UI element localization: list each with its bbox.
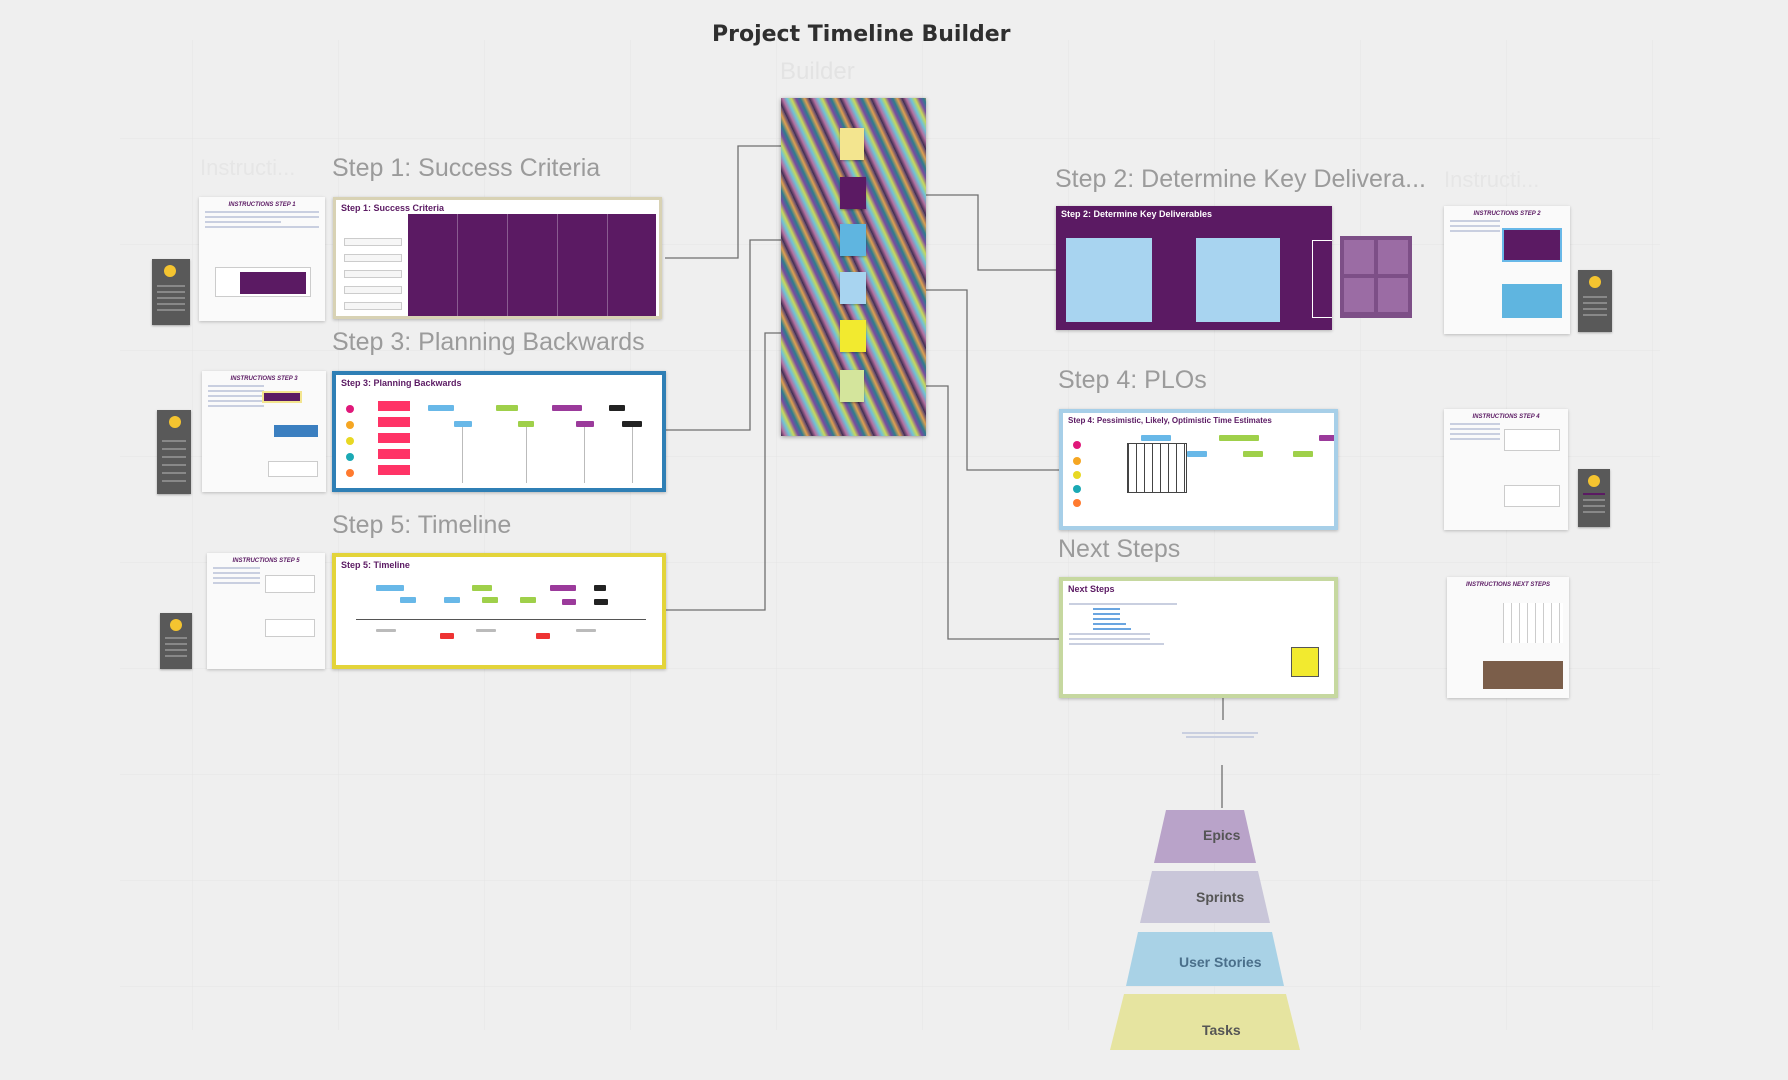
pyramid-level-user-stories [1126, 932, 1284, 986]
pyramid-note [1182, 730, 1258, 748]
instructions-step1-heading: INSTRUCTIONS STEP 1 [228, 202, 296, 208]
builder-sticky-6[interactable] [840, 370, 864, 402]
lightbulb-icon [164, 265, 176, 277]
instructions-next-steps[interactable]: INSTRUCTIONS NEXT STEPS [1447, 577, 1569, 698]
step2-frame[interactable]: Step 2: Determine Key Deliverables [1056, 206, 1332, 330]
instructions-step3[interactable]: INSTRUCTIONS STEP 3 [202, 371, 326, 492]
agile-pyramid[interactable] [1098, 808, 1348, 1053]
instructions-step2[interactable]: INSTRUCTIONS STEP 2 [1444, 206, 1570, 334]
pyramid-level-sprints [1140, 871, 1270, 923]
builder-sticky-1[interactable] [840, 128, 864, 160]
step3-label[interactable]: Step 3: Planning Backwards [332, 328, 645, 356]
instructions-step5-heading: INSTRUCTIONS STEP 5 [232, 558, 300, 564]
instructions-step1[interactable]: INSTRUCTIONS STEP 1 [199, 197, 325, 321]
step2-label[interactable]: Step 2: Determine Key Delivera... [1055, 165, 1426, 193]
step1-frame[interactable]: Step 1: Success Criteria [333, 197, 662, 319]
deliverables-box-1 [1066, 238, 1152, 322]
logo-badge [1291, 647, 1319, 677]
lightbulb-icon [1588, 475, 1600, 487]
pyramid-level-tasks [1110, 994, 1300, 1050]
builder-sticky-5[interactable] [840, 320, 866, 352]
step4-label[interactable]: Step 4: PLOs [1058, 366, 1207, 394]
tip-card-step5[interactable] [160, 613, 192, 669]
instructions-ghost-label-right: Instructi... [1444, 167, 1540, 192]
step4-frame[interactable]: Step 4: Pessimistic, Likely, Optimistic … [1059, 409, 1338, 530]
tip-card-step1[interactable] [152, 259, 190, 325]
pyramid-label-epics: Epics [1203, 827, 1241, 843]
lightbulb-icon [169, 416, 181, 428]
instructions-ghost-label-left: Instructi... [200, 155, 296, 180]
deliverables-quad-grid [1340, 236, 1412, 318]
board-title: Project Timeline Builder [712, 22, 1011, 47]
step4-frame-title: Step 4: Pessimistic, Likely, Optimistic … [1068, 416, 1272, 425]
step3-frame[interactable]: Step 3: Planning Backwards [332, 371, 666, 492]
builder-frame[interactable] [781, 98, 926, 436]
instructions-step3-heading: INSTRUCTIONS STEP 3 [230, 376, 298, 382]
lightbulb-icon [1589, 276, 1601, 288]
tip-card-step3[interactable] [157, 410, 191, 494]
pyramid-label-user-stories: User Stories [1179, 954, 1262, 970]
pyramid-level-epics [1154, 810, 1256, 863]
builder-sticky-2[interactable] [840, 177, 866, 209]
deliverables-box-2 [1196, 238, 1280, 322]
builder-sticky-4[interactable] [840, 272, 866, 304]
tip-card-step2[interactable] [1578, 270, 1612, 332]
next-steps-label[interactable]: Next Steps [1058, 535, 1181, 563]
step5-label[interactable]: Step 5: Timeline [332, 511, 512, 539]
tip-card-step4[interactable] [1578, 469, 1610, 527]
pyramid-label-sprints: Sprints [1196, 889, 1245, 905]
step5-frame[interactable]: Step 5: Timeline [332, 553, 666, 669]
step1-label[interactable]: Step 1: Success Criteria [332, 154, 601, 182]
instructions-step4-heading: INSTRUCTIONS STEP 4 [1472, 414, 1540, 420]
success-criteria-grid [408, 214, 656, 316]
step5-frame-title: Step 5: Timeline [341, 560, 410, 570]
step1-frame-title: Step 1: Success Criteria [341, 203, 445, 213]
instructions-step5[interactable]: INSTRUCTIONS STEP 5 [207, 553, 325, 669]
instructions-step4[interactable]: INSTRUCTIONS STEP 4 [1444, 409, 1568, 530]
step2-frame-title: Step 2: Determine Key Deliverables [1061, 209, 1213, 219]
instructions-next-steps-heading: INSTRUCTIONS NEXT STEPS [1465, 582, 1550, 588]
next-steps-frame[interactable]: Next Steps [1059, 577, 1338, 698]
estimate-grid [1127, 443, 1187, 493]
instructions-step2-heading: INSTRUCTIONS STEP 2 [1473, 211, 1541, 217]
builder-sticky-3[interactable] [840, 224, 866, 256]
step3-frame-title: Step 3: Planning Backwards [341, 378, 462, 388]
lightbulb-icon [170, 619, 182, 631]
next-steps-frame-title: Next Steps [1068, 584, 1115, 594]
builder-ghost-label: Builder [780, 58, 855, 85]
pyramid-label-tasks: Tasks [1202, 1022, 1241, 1038]
